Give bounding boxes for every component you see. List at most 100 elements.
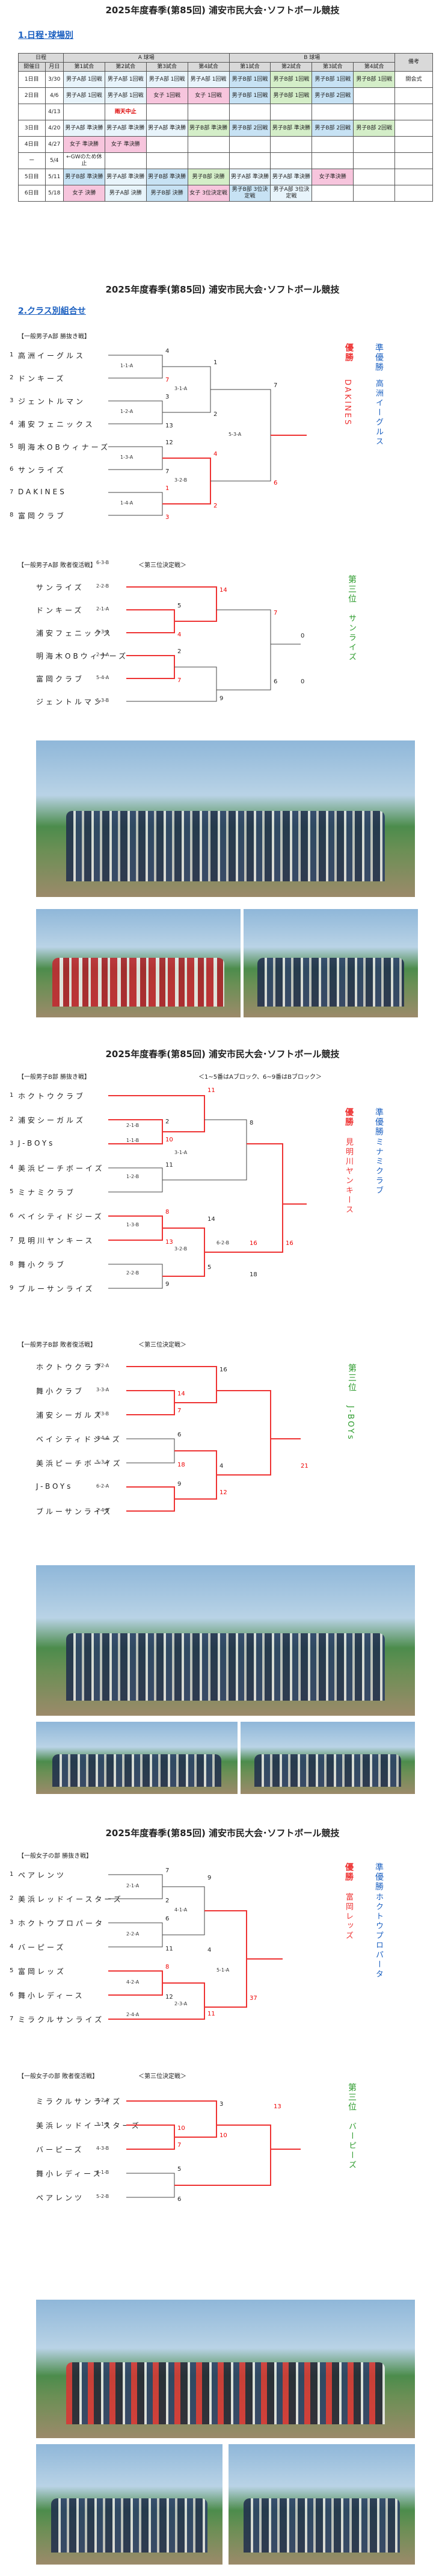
section-bracket-heading: 2.クラス別組合せ [18,306,86,316]
sub-header-9: 第4試合 [353,62,396,72]
team-name: バーピーズ [36,2146,84,2154]
bracket-line [126,1366,217,1403]
game-score: 6 [274,480,278,486]
schedule-cell: ←GWのため休止 [63,152,105,169]
game-score: 11 [207,2011,215,2017]
bracket-label: 【一般男子B部 勝抜き戦】 [18,1074,91,1081]
match-code: 1-1-B [126,1138,140,1143]
schedule-cell [229,104,271,120]
game-score: 8 [250,1120,254,1126]
match-code: 3-3-A [96,629,109,635]
schedule-cell [146,104,188,120]
team-name: 富岡レッズ [18,1967,67,1976]
game-score: 4 [213,451,218,458]
schedule-cell: 男子B部 1回戦 [270,87,313,104]
match-code: 2-2-B [96,583,109,589]
match-code: 2-1-A [96,606,109,612]
bracket-line [126,1438,175,1463]
game-score: 1 [165,485,170,492]
schedule-cell [270,152,313,169]
game-score: 1 [213,359,218,366]
schedule-note [394,87,433,104]
game-score: 10 [165,1137,173,1143]
team-name: 美浜レッドイースターズ [36,2121,141,2130]
game-score: 6 [165,1916,170,1922]
game-score: 7 [177,1407,182,1414]
schedule-cell [353,104,396,120]
third-label: 第三位 [347,2083,357,2112]
match-code: 3-3-A [96,1387,109,1392]
team-name: 浦安シーガルズ [36,1411,104,1420]
game-score: 3 [219,2101,224,2108]
bracket-line [108,492,163,516]
team-photo-women-third [229,2444,415,2565]
bracket-line [126,2173,175,2198]
bracket-lines [108,355,307,516]
match-code: 5-3-B [96,698,109,703]
schedule-day: 5日目 [18,169,46,185]
match-code: 2-3-A [174,2001,188,2006]
team-name: J-BOYs [36,1482,73,1491]
bracket-note: ＜第三位決定戦＞ [138,1342,186,1349]
game-score: 21 [301,1463,308,1470]
match-code: 5-4-A [96,675,109,680]
schedule-cell: 男子B部 決勝 [146,185,188,202]
sub-header-3: 第2試合 [104,62,147,72]
schedule-cell: 男子B部 1回戦 [353,71,396,88]
team-seed: 3 [10,1140,14,1147]
schedule-cell: 女子 準決勝 [104,136,147,153]
schedule-cell [353,185,396,202]
schedule-cell: 男子B部 1回戦 [312,71,354,88]
schedule-cell: 男子A部 1回戦 [63,87,105,104]
schedule-cell [270,104,313,120]
bracket-line [108,1982,205,2020]
schedule-cell: 雨天中止 [104,104,147,120]
sub-header-5: 第4試合 [187,62,230,72]
schedule-cell [187,136,230,153]
schedule-cell: 男子A部 準決勝 [146,120,188,137]
winner-team: 見明川ヤンキース [344,1138,353,1215]
bracket-note: ＜第三位決定戦＞ [138,562,186,569]
bracket-line [247,1143,283,1253]
page-title-4: 2025年度春季(第85回) 浦安市民大会･ソフトボール競技 [105,1828,340,1839]
bracket-line [204,1910,247,2008]
team-seed: 5 [10,1967,14,1974]
team-name: DAKINES [18,488,67,496]
runnerup-team: 高洲イーグルス [374,379,383,447]
team-name: 美浜レッドイースターズ [18,1895,123,1904]
game-score: 2 [165,1898,170,1904]
schedule-day: 6日目 [18,185,46,202]
match-code: 5-3-A [96,1459,109,1465]
match-code: 1-4-A [120,500,134,506]
team-seed: 5 [10,443,14,450]
schedule-date: 4/20 [44,120,64,137]
team-name: 美浜ピーチボーイズ [18,1164,105,1173]
third-team: J-BOYs [346,1406,355,1441]
schedule-date: 3/30 [44,71,64,88]
game-score: 0 [301,678,305,685]
team-name: 富岡クラブ [18,512,67,520]
schedule-note [394,185,433,202]
team-seed: 1 [10,1092,14,1099]
game-score: 13 [165,1239,173,1246]
schedule-cell [312,185,354,202]
team-seed: 7 [10,1237,14,1243]
team-name: 舞小レディース [36,2170,103,2178]
bracket-label: 【一般女子の部 勝抜き戦】 [18,1853,93,1860]
schedule-day [18,104,46,120]
game-score: 14 [219,587,227,594]
runnerup-label: 準優勝 [374,1863,384,1892]
match-code: 2-4-A [126,2012,140,2017]
game-score: 14 [207,1216,215,1223]
schedule-cell: 女子 3位決定戦 [187,185,230,202]
team-seed: 8 [10,1261,14,1267]
match-code: 1-2-A [120,409,134,414]
team-seed: 3 [10,1919,14,1926]
team-seed: 9 [10,1285,14,1291]
schedule-note: 開会式 [394,71,433,88]
